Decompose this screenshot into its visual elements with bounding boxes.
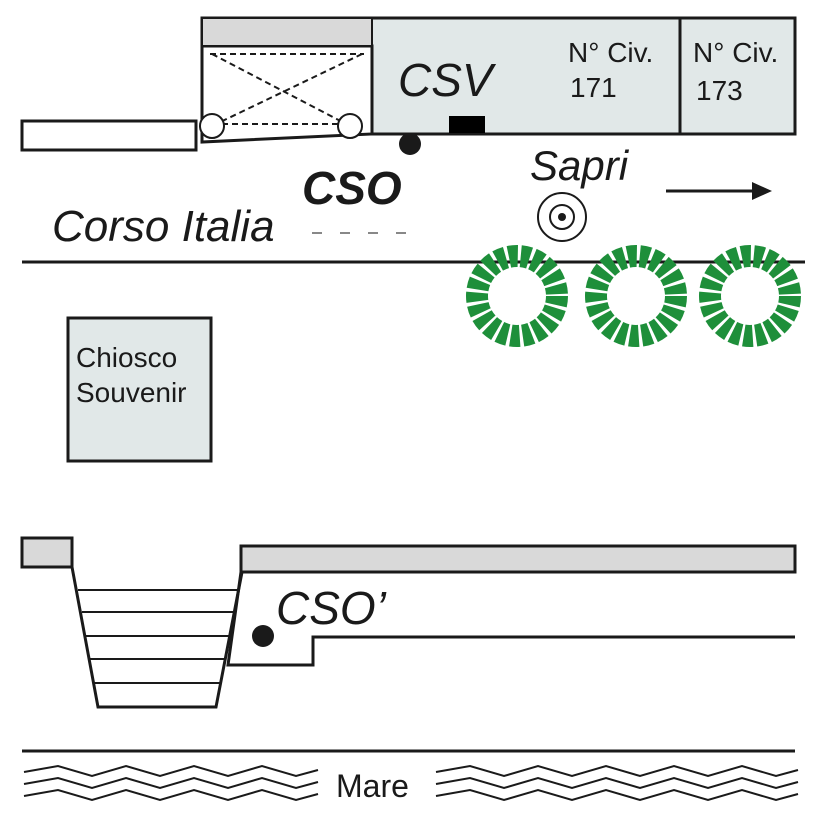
cross-line-1 <box>211 53 351 127</box>
tree-icon <box>699 245 801 347</box>
kiosk-line1: Chiosco <box>76 342 177 373</box>
building-roof-strip <box>201 17 373 47</box>
sapri-label: Sapri <box>530 142 630 189</box>
kiosk-box <box>66 316 213 463</box>
tree-icon <box>466 245 568 347</box>
sidewalk-strip <box>20 119 198 152</box>
civ-173-line2: 173 <box>696 75 743 106</box>
promenade-wall <box>226 571 795 667</box>
cso-prime-point <box>252 625 274 647</box>
kiosk-line2: Souvenir <box>76 377 187 408</box>
civ-171-line2: 171 <box>570 72 617 103</box>
target-icon <box>537 192 587 242</box>
civ-171-line1: N° Civ. <box>568 37 653 68</box>
street-label: Corso Italia <box>52 202 275 251</box>
csv-marker <box>449 116 485 133</box>
csv-label: CSV <box>398 54 497 106</box>
cross-circle-right <box>337 113 363 139</box>
cso-point <box>399 133 421 155</box>
cso-prime-label: CSO’ <box>276 582 387 634</box>
cross-circle-left <box>199 113 225 139</box>
tree-icon <box>585 245 687 347</box>
stairs-structure <box>20 536 245 709</box>
wave-icon <box>23 764 799 802</box>
cso-label: CSO <box>302 162 402 214</box>
sea-label: Mare <box>336 768 409 804</box>
arrow-right-icon <box>666 182 772 200</box>
civ-173-line1: N° Civ. <box>693 37 778 68</box>
building-block <box>199 16 797 144</box>
promenade-roof <box>239 544 797 574</box>
cross-line-2 <box>211 53 363 127</box>
